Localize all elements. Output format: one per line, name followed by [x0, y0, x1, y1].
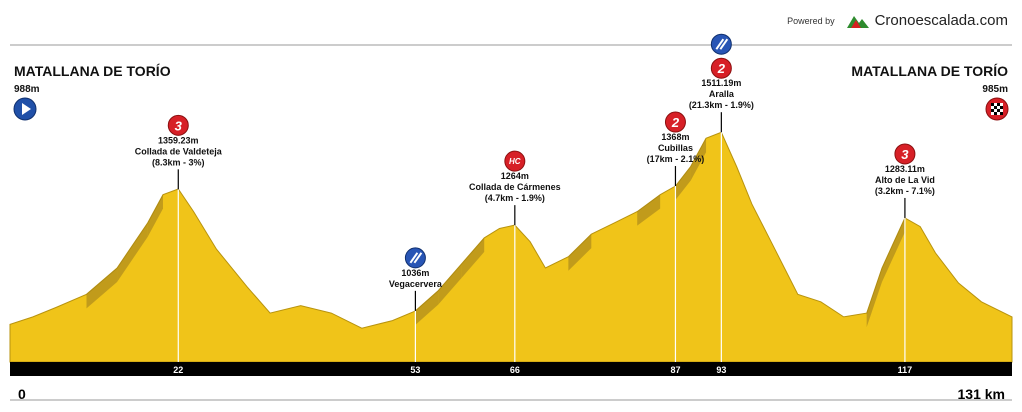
category-badge-label: HC [509, 157, 521, 166]
sprint-icon-circle [710, 33, 732, 55]
terrain-shadow [637, 194, 661, 226]
climb-name: Collada de Cármenes [469, 182, 561, 192]
climb-elevation: 1511.19m [701, 78, 741, 88]
climb-name: Aralla [709, 89, 735, 99]
category-badge: HC [504, 150, 526, 172]
terrain-shadow [117, 222, 148, 282]
terrain-shadow [568, 234, 592, 271]
km-tick-label: 53 [410, 365, 420, 375]
climb-detail: (17km - 2.1%) [647, 154, 705, 164]
km-axis-bar [10, 362, 1012, 376]
climb-detail: (8.3km - 3%) [152, 157, 205, 167]
brand-name[interactable]: Cronoescalada.com [874, 12, 1008, 29]
finish-altitude: 985m [982, 84, 1008, 95]
climb-elevation: 1368m [661, 132, 689, 142]
x-start-label: 0 [18, 386, 26, 402]
terrain-shadow [675, 166, 691, 201]
start-play-icon [13, 97, 37, 121]
climb-name: Cubillas [658, 143, 693, 153]
km-tick-label: 66 [510, 365, 520, 375]
climb-elevation: 1036m [401, 268, 429, 278]
terrain-shadow [866, 268, 882, 328]
start-city: MATALLANA DE TORÍO [14, 63, 171, 79]
category-badge-label: 3 [901, 147, 909, 162]
category-badge-label: 3 [175, 118, 183, 133]
category-badge: 2 [664, 111, 686, 133]
climb-detail: (3.2km - 7.1%) [875, 186, 935, 196]
sprint-icon-stroke [409, 252, 419, 264]
climb-name: Alto de La Vid [875, 175, 935, 185]
climb-elevation: 1283.11m [885, 164, 925, 174]
sprint-icon [404, 247, 426, 269]
category-badge-circle [167, 114, 189, 136]
terrain-layer [9, 131, 1013, 363]
ticks-layer: 22 53 66 87 93 117 [173, 365, 912, 375]
category-badge-circle [664, 111, 686, 133]
sprint-icon-stroke [719, 38, 729, 50]
start-altitude: 988m [14, 84, 40, 95]
category-badge: 3 [167, 114, 189, 136]
terrain-shadow [690, 138, 707, 181]
terrain-shadow [881, 217, 905, 282]
finish-checkered-flag-icon [985, 97, 1009, 121]
mountain-logo-icon [846, 15, 869, 28]
terrain-shadow [415, 290, 439, 325]
finish-city: MATALLANA DE TORÍO [851, 63, 1008, 79]
category-badge-label: 2 [671, 115, 680, 130]
terrain-shadow [438, 264, 462, 305]
x-end-label: 131 km [958, 386, 1005, 402]
terrain-shadow [86, 268, 118, 309]
category-badge-circle [504, 150, 526, 172]
brand: Powered by Cronoescalada.com [787, 12, 1008, 29]
category-badge: 3 [894, 143, 916, 165]
km-tick-label: 22 [173, 365, 183, 375]
km-tick-label: 87 [670, 365, 680, 375]
sprint-icon-stroke [715, 38, 725, 50]
climb-name: Vegacervera [389, 279, 443, 289]
category-badge: 2 [710, 57, 732, 79]
climb-elevation: 1359.23m [158, 135, 199, 145]
km-tick-label: 117 [898, 365, 913, 375]
category-badge-circle [894, 143, 916, 165]
climb-detail: (4.7km - 1.9%) [485, 193, 545, 203]
sprint-icon [710, 33, 732, 55]
terrain-shadow [461, 237, 485, 279]
climb-elevation: 1264m [501, 171, 529, 181]
powered-by-label: Powered by [787, 15, 835, 26]
sprint-icon-stroke [413, 252, 423, 264]
category-badge-label: 2 [717, 61, 726, 76]
terrain-shadow [147, 194, 163, 237]
sprint-icon-circle [404, 247, 426, 269]
climb-detail: (21.3km - 1.9%) [689, 100, 754, 110]
category-badge-circle [710, 57, 732, 79]
climb-name: Collada de Valdeteja [135, 146, 223, 156]
km-tick-label: 93 [716, 365, 726, 375]
